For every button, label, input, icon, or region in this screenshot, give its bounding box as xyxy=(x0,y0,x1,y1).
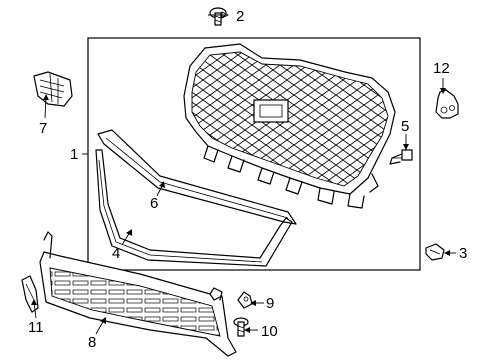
callout-10: 10 xyxy=(261,323,278,340)
callout-1: 1 xyxy=(70,146,78,163)
callout-8: 8 xyxy=(88,334,96,351)
leader-lines xyxy=(31,11,456,335)
grille-assembly xyxy=(183,43,396,209)
leader-8 xyxy=(95,319,105,335)
callout-labels: 2 1 7 12 5 6 4 3 11 8 9 10 xyxy=(28,8,467,351)
surround-trim xyxy=(95,149,293,267)
callout-4: 4 xyxy=(112,245,120,262)
bolt-part-5 xyxy=(389,149,413,165)
callout-5: 5 xyxy=(401,118,409,135)
callout-12: 12 xyxy=(433,60,450,77)
callout-3: 3 xyxy=(459,245,467,262)
bracket-part-7 xyxy=(33,71,73,107)
emblem xyxy=(253,99,289,123)
callout-7: 7 xyxy=(39,120,47,137)
nut-part-3 xyxy=(425,243,445,261)
screw-part-10 xyxy=(233,317,249,337)
lower-grille xyxy=(39,231,237,357)
callout-9: 9 xyxy=(266,295,274,312)
callout-2: 2 xyxy=(236,8,244,25)
callout-11: 11 xyxy=(28,319,44,336)
bracket-part-11 xyxy=(21,275,39,313)
upper-molding xyxy=(97,129,297,225)
clip-part-12 xyxy=(435,89,459,119)
clip-part-9 xyxy=(237,291,253,309)
screw-part-2 xyxy=(209,7,227,26)
callout-6: 6 xyxy=(150,195,158,212)
